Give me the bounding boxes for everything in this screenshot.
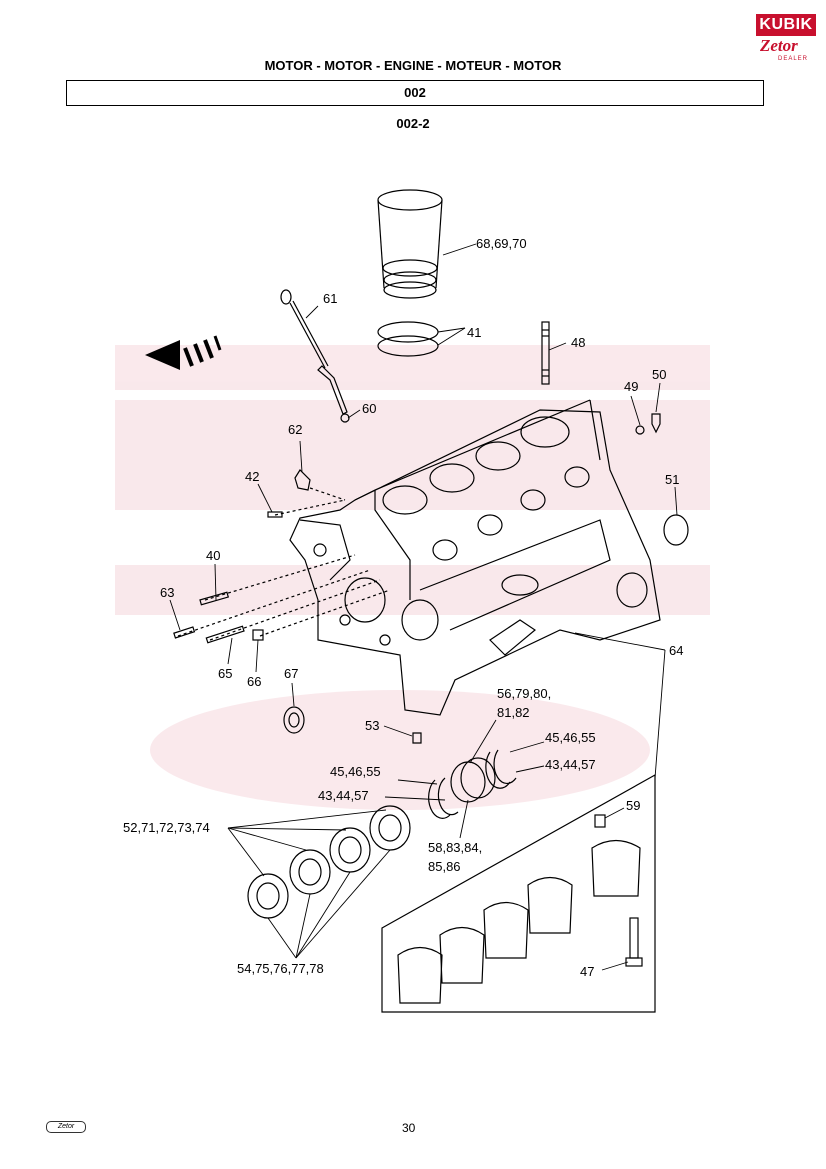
label-53: 53 — [365, 718, 379, 733]
footer-zetor-logo: Zetor — [46, 1121, 86, 1133]
watermark — [115, 345, 710, 810]
label-63: 63 — [160, 585, 174, 600]
direction-arrow — [145, 335, 222, 370]
dipstick-seal — [340, 413, 350, 423]
label-66: 66 — [247, 674, 261, 689]
dealer-text: DEALER — [778, 56, 809, 62]
main-bearing-caps — [397, 839, 641, 1004]
label-62: 62 — [288, 422, 302, 437]
stud-48 — [541, 321, 550, 385]
label-42: 42 — [245, 469, 259, 484]
kubik-zetor-logo: KUBIK Zetor DEALER — [756, 14, 816, 66]
label-65: 65 — [218, 666, 232, 681]
main-bearing-shells — [247, 805, 411, 919]
label-81-82: 81,82 — [497, 705, 530, 720]
plug-50 — [651, 413, 661, 434]
needle-bearing-67 — [283, 706, 305, 734]
label-64: 64 — [669, 643, 683, 658]
subgroup-code: 002-2 — [396, 116, 430, 131]
label-58-83-84: 58,83,84, — [428, 840, 482, 855]
cap-51 — [663, 514, 689, 546]
group-code-box: 002 — [66, 80, 764, 106]
label-49: 49 — [624, 379, 638, 394]
label-68-69-70: 68,69,70 — [476, 236, 527, 251]
bolt-59 — [594, 814, 606, 828]
label-67: 67 — [284, 666, 298, 681]
label-48: 48 — [571, 335, 585, 350]
label-51: 51 — [665, 472, 679, 487]
kubik-wordmark: KUBIK — [756, 14, 816, 36]
label-45-46-55-right: 45,46,55 — [545, 730, 596, 745]
label-59: 59 — [626, 798, 640, 813]
label-52-71-72-73-74: 52,71,72,73,74 — [123, 820, 210, 835]
label-41: 41 — [467, 325, 481, 340]
zetor-wordmark: Zetor — [760, 36, 798, 55]
label-45-46-55-left: 45,46,55 — [330, 764, 381, 779]
bolt-53 — [412, 732, 422, 744]
label-43-44-57-left: 43,44,57 — [318, 788, 369, 803]
engine-block — [289, 399, 661, 716]
cylinder-liner — [377, 189, 443, 299]
seal-ring-49 — [635, 425, 645, 435]
studs-and-bolts — [173, 469, 391, 644]
label-61: 61 — [323, 291, 337, 306]
label-60: 60 — [362, 401, 376, 416]
page-number: 30 — [402, 1121, 416, 1135]
label-40: 40 — [206, 548, 220, 563]
bolt-47 — [625, 917, 643, 967]
page-title: MOTOR - MOTOR - ENGINE - MOTEUR - MOTOR — [264, 58, 562, 73]
label-85-86: 85,86 — [428, 859, 461, 874]
bearing-caps-panel — [381, 773, 656, 1013]
leader-lines — [169, 243, 678, 971]
label-54-75-76-77-78: 54,75,76,77,78 — [237, 961, 324, 976]
label-50: 50 — [652, 367, 666, 382]
label-43-44-57-right: 43,44,57 — [545, 757, 596, 772]
label-56-79-80: 56,79,80, — [497, 686, 551, 701]
label-47: 47 — [580, 964, 594, 979]
